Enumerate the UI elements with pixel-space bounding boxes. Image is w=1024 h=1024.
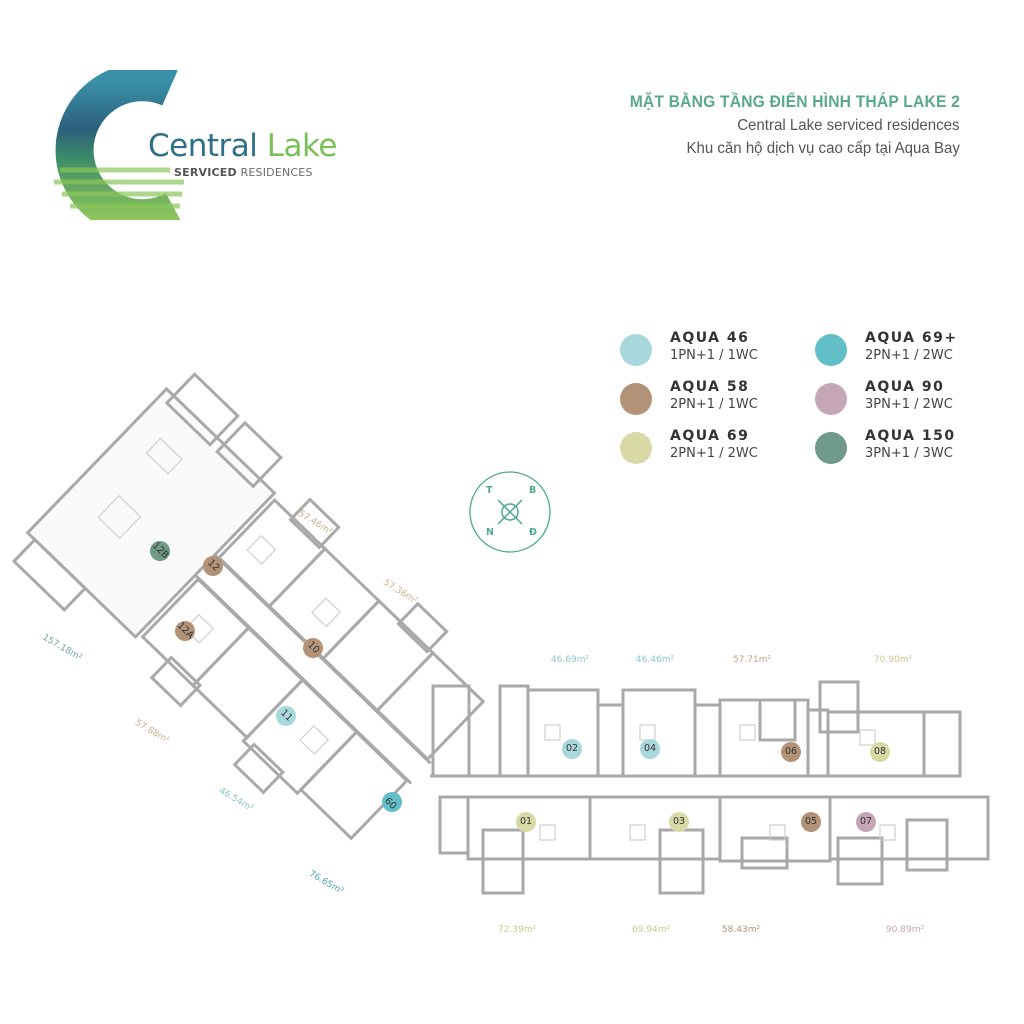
legend-desc: 2PN+1 / 2WC (865, 348, 953, 363)
subtitle-vi: Khu căn hộ dịch vụ cao cấp tại Aqua Bay (686, 140, 960, 157)
unit-marker[interactable]: 03 (669, 812, 689, 832)
unit-marker[interactable]: 02 (562, 739, 582, 759)
compass-label-west: T (486, 485, 493, 496)
color-swatch (815, 334, 847, 366)
unit-marker[interactable]: 07 (856, 812, 876, 832)
legend-item-aqua46: AQUA 46 1PN+1 / 1WC (620, 330, 820, 370)
area-label: 57.71m² (732, 655, 772, 665)
legend-desc: 3PN+1 / 3WC (865, 446, 953, 461)
compass-icon (469, 471, 551, 553)
logo-name-part1: Central (148, 128, 258, 164)
area-label: 46.69m² (550, 655, 590, 665)
legend-item-aqua69: AQUA 69 2PN+1 / 2WC (620, 428, 820, 468)
legend-name: AQUA 69+ (865, 330, 958, 346)
unit-marker[interactable]: 08 (870, 742, 890, 762)
logo-sub-rest: RESIDENCES (240, 166, 313, 179)
area-label: 46.46m² (635, 655, 675, 665)
diagonal-wing (11, 372, 486, 841)
logo-c-icon (54, 70, 184, 220)
logo-subtitle: SERVICED RESIDENCES (174, 166, 313, 179)
logo-sub-bold: SERVICED (174, 166, 237, 179)
legend-item-aqua58: AQUA 58 2PN+1 / 1WC (620, 379, 820, 419)
color-swatch (815, 383, 847, 415)
legend-name: AQUA 90 (865, 379, 945, 395)
legend-desc: 2PN+1 / 1WC (670, 397, 758, 412)
brand-logo: Central Lake SERVICED RESIDENCES (40, 70, 340, 220)
legend-item-aqua90: AQUA 90 3PN+1 / 2WC (815, 379, 1015, 419)
compass-label-south: N (486, 527, 494, 538)
unit-marker[interactable]: 05 (801, 812, 821, 832)
compass-label-north: B (529, 485, 537, 496)
page-title: MẶT BẰNG TẦNG ĐIỂN HÌNH THÁP LAKE 2 (629, 92, 960, 111)
unit-marker[interactable]: 01 (516, 812, 536, 832)
legend-desc: 2PN+1 / 2WC (670, 446, 758, 461)
logo-name: Central Lake (148, 128, 337, 164)
color-swatch (620, 432, 652, 464)
legend-name: AQUA 150 (865, 428, 956, 444)
unit-marker[interactable]: 06 (781, 742, 801, 762)
color-swatch (620, 334, 652, 366)
compass-label-east: Đ (529, 527, 537, 538)
legend-desc: 1PN+1 / 1WC (670, 348, 758, 363)
horizontal-wing (430, 680, 990, 895)
area-label: 58.43m² (721, 925, 761, 935)
legend-name: AQUA 46 (670, 330, 750, 346)
area-label: 90.89m² (885, 925, 925, 935)
legend-item-aqua150: AQUA 150 3PN+1 / 3WC (815, 428, 1015, 468)
unit-marker[interactable]: 04 (640, 739, 660, 759)
color-swatch (620, 383, 652, 415)
logo-name-part2: Lake (266, 128, 338, 164)
area-label: 70.90m² (873, 655, 913, 665)
legend-name: AQUA 58 (670, 379, 750, 395)
area-label: 69.94m² (631, 925, 671, 935)
area-label: 72.39m² (497, 925, 537, 935)
legend-name: AQUA 69 (670, 428, 750, 444)
legend-item-aqua69plus: AQUA 69+ 2PN+1 / 2WC (815, 330, 1015, 370)
subtitle: Central Lake serviced residences (737, 117, 960, 134)
legend-desc: 3PN+1 / 2WC (865, 397, 953, 412)
color-swatch (815, 432, 847, 464)
